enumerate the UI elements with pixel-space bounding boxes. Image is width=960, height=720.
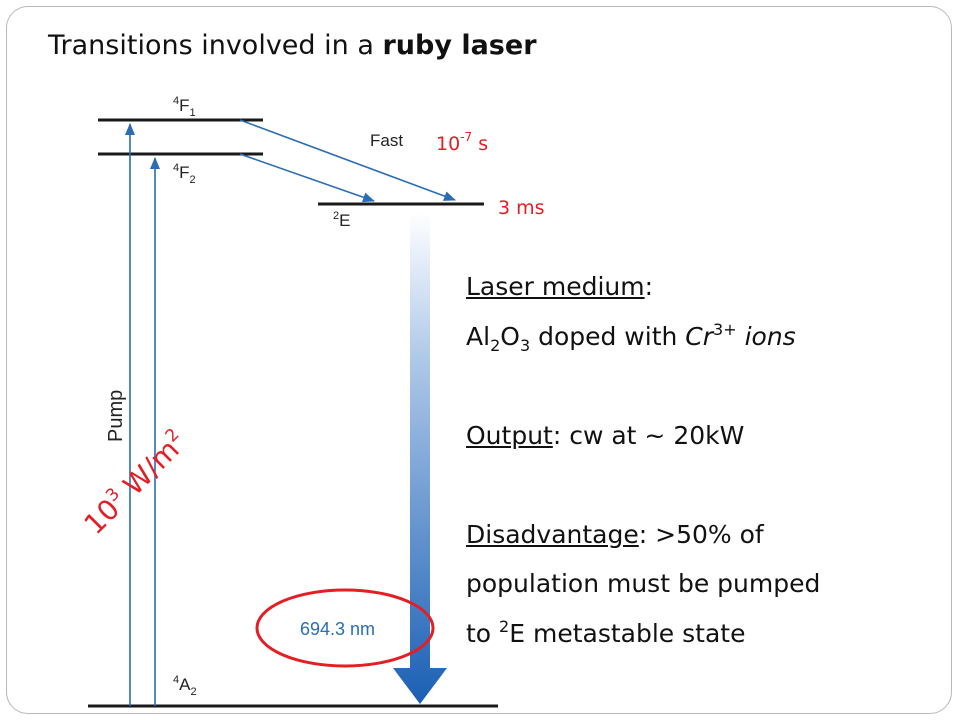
- formula-cr: Cr: [685, 321, 714, 351]
- output-line: Output: cw at ~ 20kW: [466, 411, 820, 461]
- slide-frame: [6, 6, 952, 714]
- disadvantage-line3-sup: 2: [499, 616, 510, 636]
- slide-title: Transitions involved in a ruby laser: [48, 30, 537, 61]
- medium-heading: Laser medium: [466, 272, 645, 301]
- formula-al-sub: 2: [490, 335, 501, 355]
- formula-cr-sup: 3+: [713, 319, 737, 339]
- lifetime-label: 3 ms: [498, 197, 545, 219]
- laser-transition-arrow: [393, 212, 447, 704]
- fast-label: Fast: [370, 131, 403, 150]
- medium-formula-line: Al2O3 doped with Cr3+ ions: [466, 312, 820, 362]
- fast-decay-arrow-4f2: [239, 153, 375, 203]
- level-4a2-label: 4A2: [173, 674, 197, 698]
- info-panel: Laser medium: Al2O3 doped with Cr3+ ions…: [466, 262, 820, 658]
- output-heading: Output: [466, 420, 553, 450]
- flux-label: 103 W/m2: [77, 425, 193, 541]
- level-4f2-label: 4F2: [173, 162, 196, 186]
- disadvantage-line3-a: to: [466, 618, 500, 648]
- disadvantage-text: : >50% of: [638, 519, 764, 549]
- blank-line: [466, 361, 820, 411]
- disadvantage-line-3: to 2E metastable state: [466, 609, 820, 659]
- pump-label: Pump: [105, 390, 127, 442]
- level-4f1-label: 4F1: [173, 95, 196, 119]
- title-bold-text: ruby laser: [382, 30, 537, 61]
- formula-al: Al: [466, 321, 491, 351]
- medium-colon: :: [644, 272, 654, 301]
- formula-o: O: [500, 321, 520, 351]
- disadvantage-line-2: population must be pumped: [466, 569, 821, 598]
- medium-heading-line: Laser medium:: [466, 262, 820, 312]
- disadvantage-heading: Disadvantage: [466, 519, 639, 549]
- output-text: : cw at ~ 20kW: [552, 420, 745, 450]
- disadvantage-line: Disadvantage: >50% of: [466, 510, 820, 560]
- formula-ions: ions: [736, 321, 796, 351]
- blank-line-2: [466, 460, 820, 510]
- formula-doped-text: doped with: [530, 321, 686, 351]
- disadvantage-line3-b: E metastable state: [509, 618, 746, 648]
- fast-decay-arrow-4f1: [239, 119, 456, 201]
- formula-o-sub: 3: [519, 335, 531, 355]
- wavelength-highlight-ellipse: [255, 588, 435, 668]
- level-2e-label: 2E: [333, 210, 350, 230]
- title-text: Transitions involved in a: [48, 30, 383, 61]
- wavelength-label: 694.3 nm: [300, 619, 375, 639]
- fast-time-label: 10-7 s: [436, 130, 488, 155]
